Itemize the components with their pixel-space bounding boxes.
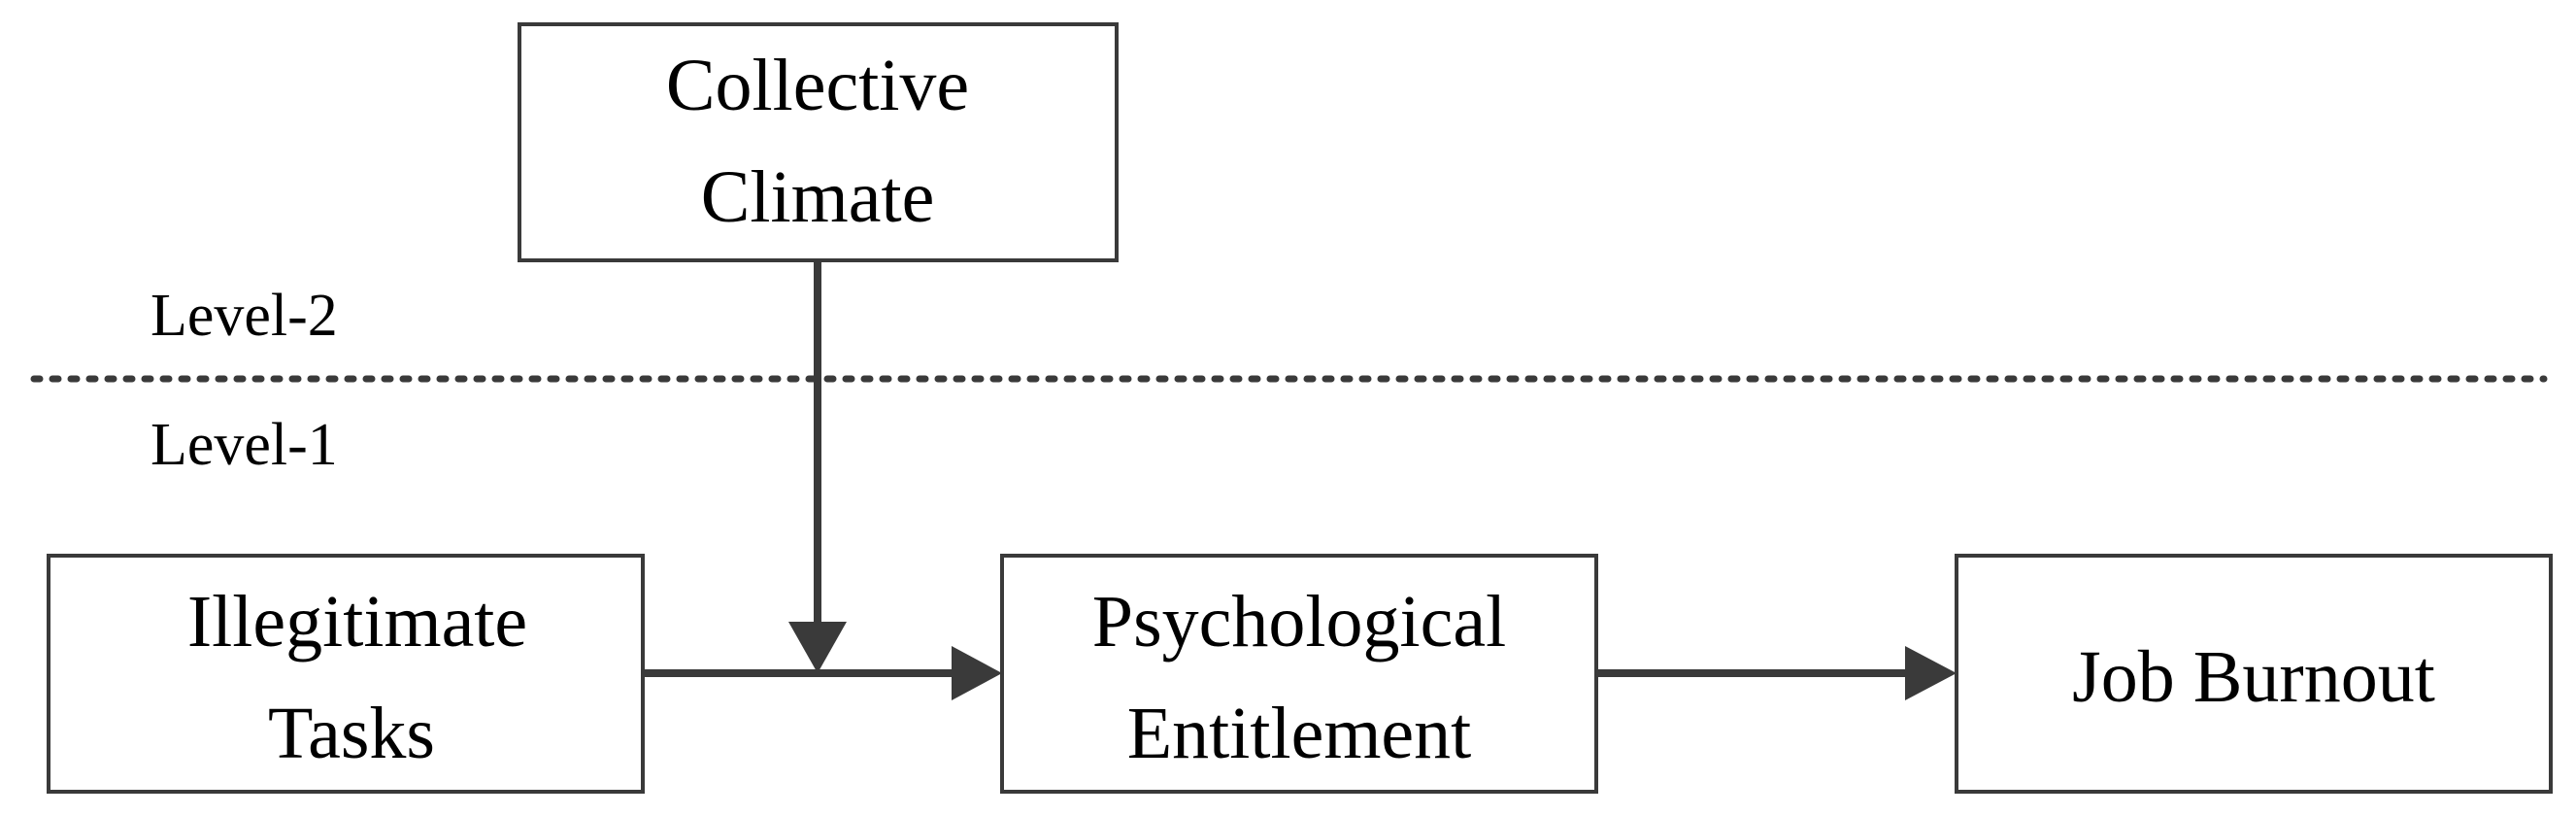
arrowhead-tasks-to-entitlement — [952, 646, 1002, 700]
illegitimate-tasks-label-line1: Illegitimate — [187, 581, 527, 663]
arrowhead-entitlement-to-burnout — [1905, 646, 1957, 700]
level-2-label: Level-2 — [151, 283, 338, 349]
collective-climate-label-line2: Climate — [701, 156, 935, 238]
psychological-entitlement-label-line1: Psychological — [1092, 581, 1506, 663]
job-burnout-box — [1955, 554, 2553, 794]
psychological-entitlement-label-line2: Entitlement — [1127, 693, 1472, 774]
collective-climate-label-line1: Collective — [666, 45, 969, 126]
illegitimate-tasks-box — [47, 554, 645, 794]
psychological-entitlement-box — [1000, 554, 1598, 794]
job-burnout-label: Job Burnout — [2072, 636, 2435, 718]
collective-climate-box — [518, 22, 1119, 262]
level-1-label: Level-1 — [151, 412, 338, 478]
illegitimate-tasks-label-line2: Tasks — [268, 693, 435, 774]
arrowhead-climate-moderation — [788, 622, 847, 673]
